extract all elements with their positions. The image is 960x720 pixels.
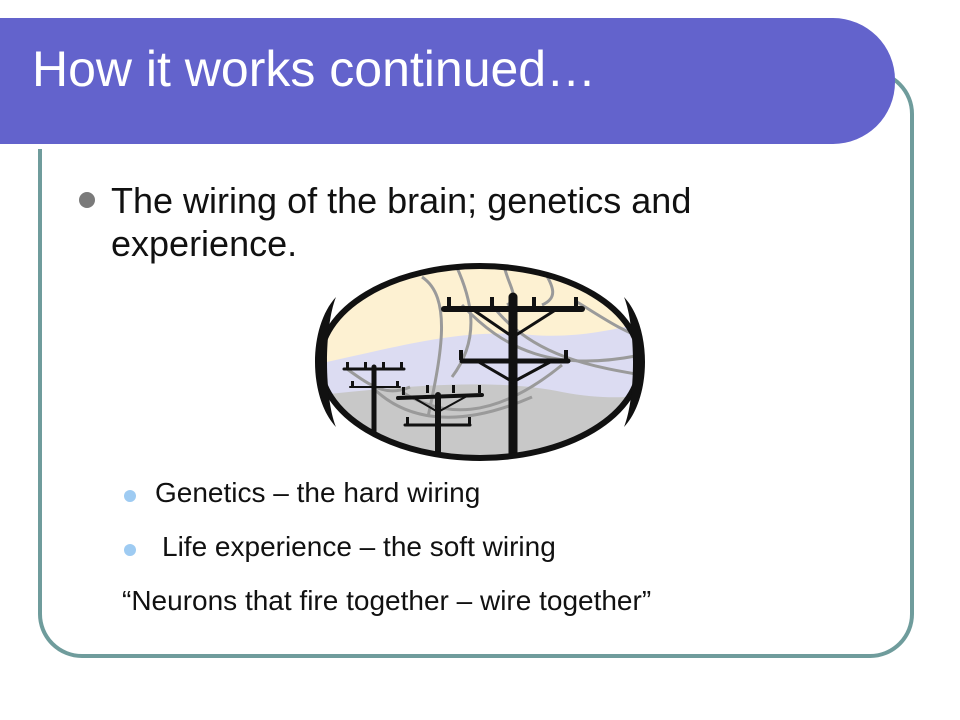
- title-bar: [0, 18, 895, 149]
- sub-bullet-experience: Life experience – the soft wiring: [162, 531, 556, 562]
- bullet-dot: [79, 192, 95, 208]
- quote-text: “Neurons that fire together – wire toget…: [122, 585, 652, 616]
- sub-bullet-dot: [124, 544, 136, 556]
- sub-bullet-dot: [124, 490, 136, 502]
- power-lines-icon: [315, 263, 645, 461]
- main-bullet-text: The wiring of the brain; genetics and ex…: [111, 180, 692, 264]
- title-underline: [0, 144, 848, 149]
- slide-title: How it works continued…: [32, 41, 597, 97]
- sub-bullet-genetics: Genetics – the hard wiring: [155, 477, 481, 508]
